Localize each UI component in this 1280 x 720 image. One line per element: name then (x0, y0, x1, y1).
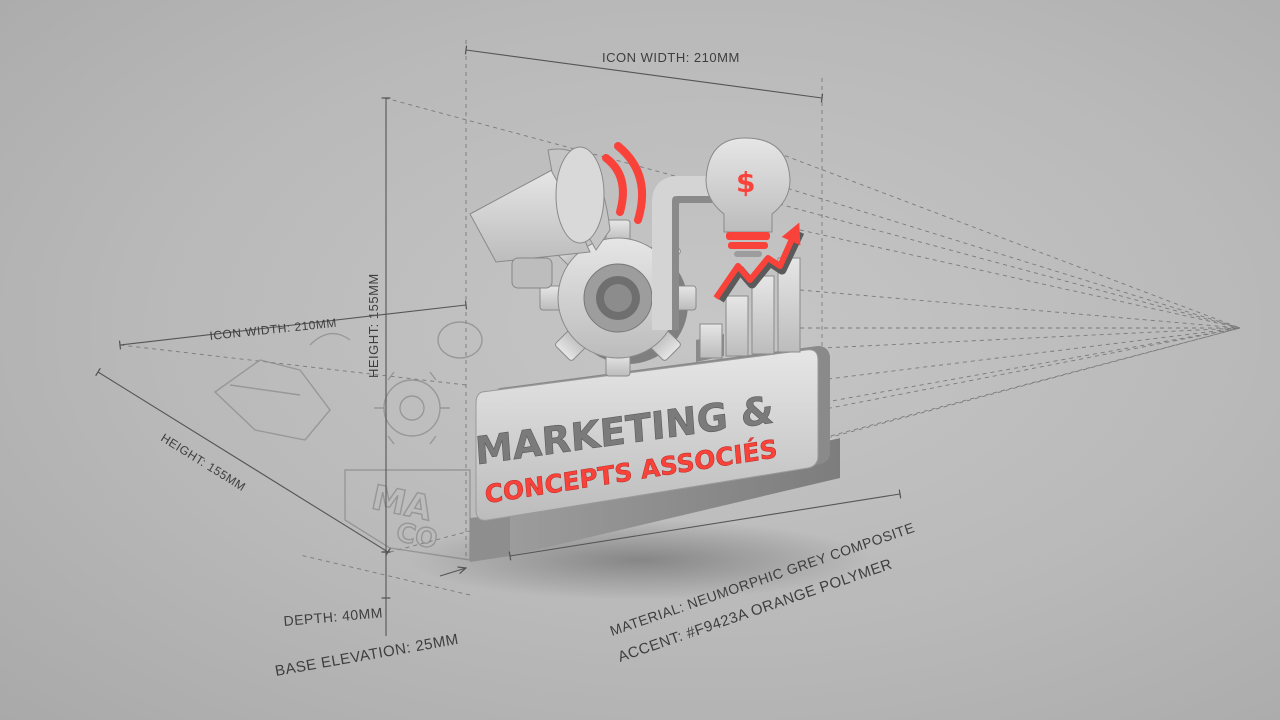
dimension-top-width: ICON WIDTH: 210MM (464, 45, 824, 103)
pipe-connector (652, 176, 712, 330)
ghost-lightbulb-icon (437, 321, 483, 359)
top-width-label: ICON WIDTH: 210MM (602, 50, 740, 65)
height-label: HEIGHT: 155MM (366, 273, 381, 378)
bar-chart-icon (696, 222, 805, 362)
gear-icon (539, 219, 697, 377)
dimension-ghost-height: HEIGHT: 155MM (95, 367, 391, 557)
dimension-ghost-width: ICON WIDTH: 210MM (118, 300, 468, 350)
base-width-dimension (508, 489, 902, 561)
ghost-floor-projection: MA CO (213, 321, 483, 561)
lightbulb-icon: $ (705, 137, 791, 257)
ghost-height-label: HEIGHT: 155MM (158, 431, 248, 494)
ghost-gear-icon (383, 379, 441, 437)
currency-symbol-icon: $ (736, 166, 755, 199)
trend-arrow-icon (713, 222, 801, 300)
sign-plate: MARKETING & CONCEPTS ASSOCIÉS (473, 346, 830, 521)
base-elevation-label: BASE ELEVATION: 25MM (274, 631, 460, 680)
depth-label: DEPTH: 40MM (283, 604, 384, 629)
megaphone-icon (469, 142, 647, 289)
